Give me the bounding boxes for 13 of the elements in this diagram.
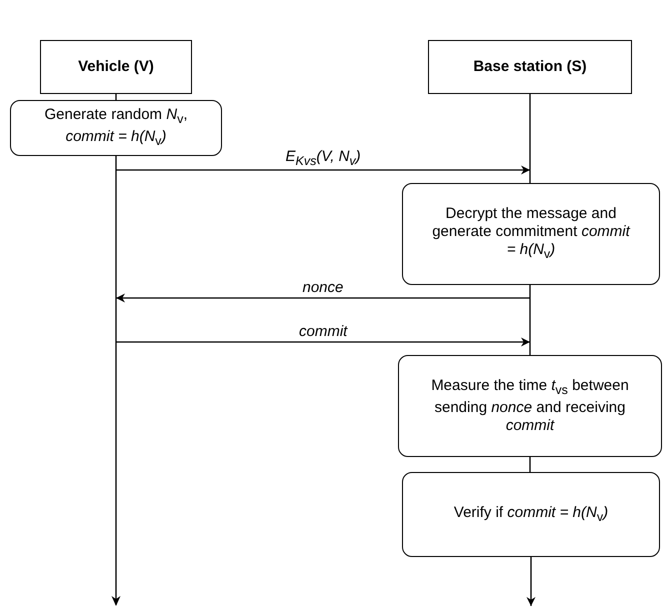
lifeline xyxy=(529,457,531,472)
message-arrow xyxy=(116,294,530,302)
participant-box: Vehicle (V) xyxy=(40,40,192,94)
activity-box: Generate random N$_{v}$, commit = h(N$_{v}$) xyxy=(10,100,222,156)
lifeline-arrow xyxy=(111,156,121,606)
message-arrow xyxy=(116,166,530,174)
message-arrow xyxy=(116,338,530,346)
lifeline-arrow xyxy=(526,557,536,606)
participant-box: Base station (S) xyxy=(428,40,632,94)
activity-box: Measure the time t$_{vs}$ between sending nonce and receiving commit xyxy=(398,355,662,457)
activity-box: Decrypt the message and generate commitment commit = h(N$_{v}$) xyxy=(402,183,660,285)
activity-box: Verify if commit = h(N$_{v}$) xyxy=(402,472,660,557)
message-label: E$_{Kvs}$(V, N$_{v}$) xyxy=(284,148,363,168)
